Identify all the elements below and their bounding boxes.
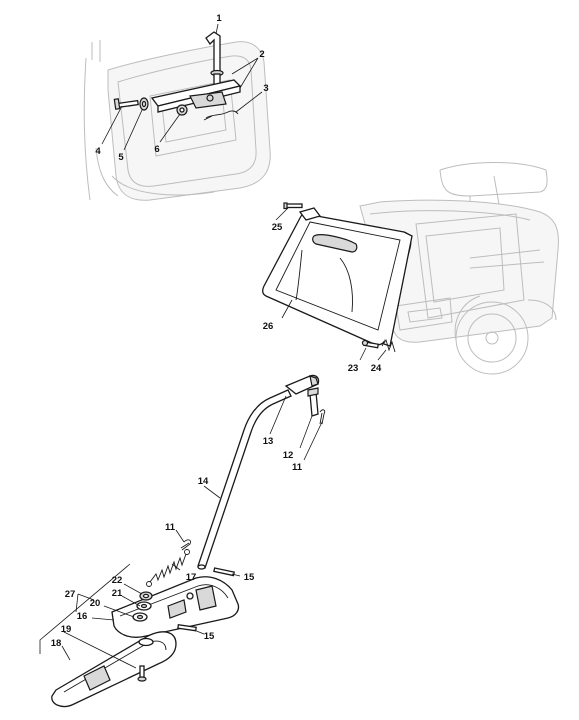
callout-24: 24 xyxy=(371,363,382,374)
callout-labels: 1 2 3 4 5 6 25 26 23 24 13 12 11 14 11 1… xyxy=(51,13,382,649)
callout-16: 16 xyxy=(77,611,88,622)
callout-1: 1 xyxy=(216,13,222,24)
callout-22: 22 xyxy=(112,575,123,586)
callout-20: 20 xyxy=(90,598,101,609)
callout-25: 25 xyxy=(272,222,283,233)
pin-15-upper xyxy=(213,567,235,577)
base-bracket-16 xyxy=(111,576,240,638)
callout-14: 14 xyxy=(198,476,209,487)
callout-3: 3 xyxy=(263,83,268,94)
body-panel-background xyxy=(83,40,271,201)
grass-deflector-26 xyxy=(262,207,413,347)
dashed-boundary xyxy=(39,563,131,654)
split-pin-11-bottom xyxy=(180,539,191,551)
callout-17: 17 xyxy=(186,572,197,583)
leader-lines xyxy=(61,23,387,669)
lever-grip-13 xyxy=(284,374,320,395)
pin-23 xyxy=(361,339,379,349)
washer-20 xyxy=(132,612,148,622)
callout-27: 27 xyxy=(65,589,76,600)
callout-4: 4 xyxy=(95,146,101,157)
callout-21: 21 xyxy=(112,588,123,599)
callout-13: 13 xyxy=(263,436,274,447)
lever-rod-14 xyxy=(197,389,292,570)
callout-23: 23 xyxy=(348,363,359,374)
washer-21 xyxy=(136,601,152,611)
callout-11-bottom: 11 xyxy=(165,522,176,533)
pin-25 xyxy=(283,202,303,210)
bolt-4 xyxy=(113,98,139,110)
split-pin-11-top xyxy=(319,409,326,425)
latch-handle xyxy=(205,31,224,91)
latch-plate xyxy=(150,79,242,113)
nut-6 xyxy=(176,104,188,116)
callout-12: 12 xyxy=(283,450,294,461)
pin-15-lower xyxy=(177,624,197,632)
callout-5: 5 xyxy=(118,152,124,163)
callout-18: 18 xyxy=(51,638,62,649)
callout-19: 19 xyxy=(61,624,72,635)
spring-24 xyxy=(381,338,396,353)
callout-11-top: 11 xyxy=(292,462,303,473)
washer-5 xyxy=(139,97,149,111)
callout-26: 26 xyxy=(263,321,274,332)
spring-17 xyxy=(146,549,190,587)
base-plate-18 xyxy=(51,631,177,708)
bushing-22 xyxy=(139,591,153,601)
latch-spring xyxy=(203,110,239,121)
bolt-12 xyxy=(307,387,319,417)
screw-19 xyxy=(137,665,147,682)
callout-15-lower: 15 xyxy=(204,631,215,642)
callout-15-upper: 15 xyxy=(244,572,255,583)
callout-2: 2 xyxy=(259,49,264,60)
callout-6: 6 xyxy=(154,144,159,155)
